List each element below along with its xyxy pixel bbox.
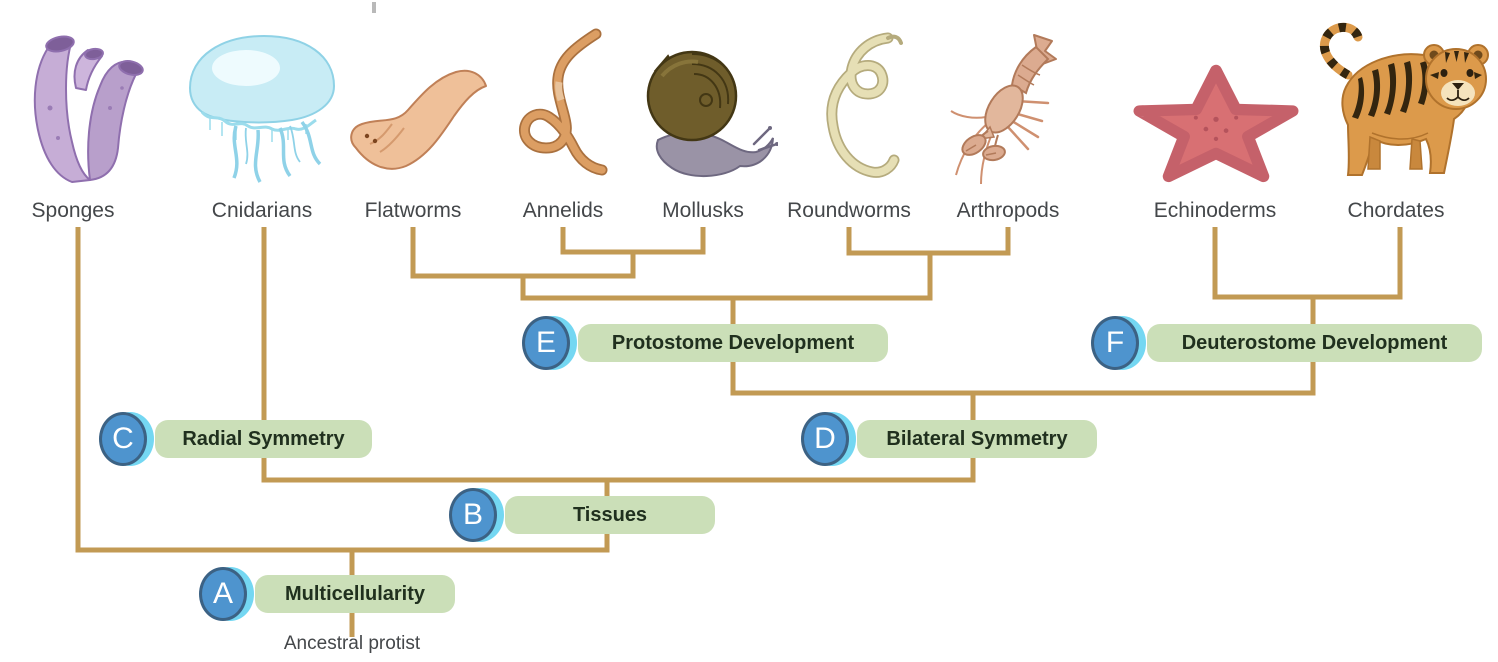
taxon-label-chordates: Chordates [1347,199,1445,222]
arthropods-illustration [948,26,1068,188]
mollusks-illustration [628,42,778,190]
badge-letter: F [1105,326,1125,359]
trait-pill: Protostome Development [578,324,888,362]
trait-pill: Radial Symmetry [155,420,372,458]
root-label: Ancestral protist [283,633,421,654]
cnidarians-illustration [180,30,345,188]
badge-letter: D [814,422,836,455]
sponge-icon [33,35,144,183]
branch-protostome-spine [520,253,933,301]
chordates-illustration [1296,16,1496,196]
echinoderms-illustration [1132,64,1300,186]
taxon-label-flatworms: Flatworms [364,199,462,222]
crayfish-icon [950,34,1057,185]
trait-multicellularity: A Multicellularity [199,567,455,621]
trait-badge-a: A [199,567,247,621]
trait-badge-f: F [1091,316,1139,370]
pill-label: Bilateral Symmetry [886,427,1068,450]
pill-label: Deuterostome Development [1181,331,1448,354]
snail-icon [646,50,778,178]
badge-letter: B [462,498,483,531]
taxon-label-mollusks: Mollusks [662,199,744,222]
taxon-label-echinoderms: Echinoderms [1153,199,1277,222]
trait-badge-e: E [522,316,570,370]
annelids-illustration [508,28,620,188]
pill-label: Radial Symmetry [182,427,345,450]
trait-badge-c: C [99,412,147,466]
pill-label: Tissues [572,503,648,526]
trait-pill: Bilateral Symmetry [857,420,1097,458]
segmented-worm-icon [519,28,608,176]
trait-radial-symmetry: C Radial Symmetry [99,412,372,466]
trait-pill: Deuterostome Development [1147,324,1482,362]
sponges-illustration [10,18,150,190]
taxon-label-cnidarians: Cnidarians [211,199,313,222]
badge-letter: C [112,422,134,455]
taxon-label-sponges: Sponges [31,199,115,222]
roundworms-illustration [798,28,903,193]
taxon-label-arthropods: Arthropods [956,199,1060,222]
branch-annelids-mollusks-bracket [560,227,706,255]
tiger-icon [1319,22,1489,176]
trait-pill: Multicellularity [255,575,455,613]
branch-roundworms-arthropods-bracket [846,227,1011,256]
roundworm-icon [826,32,903,178]
branch-echinoderms-chordates-bracket [1212,227,1403,300]
trait-pill: Tissues [505,496,715,534]
trait-tissues: B Tissues [449,488,715,542]
pill-label: Multicellularity [284,582,426,605]
flatworm-icon [350,69,487,170]
starfish-icon [1133,64,1299,183]
badge-letter: A [212,577,233,610]
badge-letter: E [535,326,556,359]
taxon-label-roundworms: Roundworms [787,199,911,222]
pill-label: Protostome Development [611,331,855,354]
gray-tick-artifact [372,2,376,13]
trait-badge-d: D [801,412,849,466]
trait-protostome-development: E Protostome Development [522,316,888,370]
trait-deuterostome-development: F Deuterostome Development [1091,316,1482,370]
trait-badge-b: B [449,488,497,542]
trait-bilateral-symmetry: D Bilateral Symmetry [801,412,1097,466]
jellyfish-icon [188,34,336,183]
taxon-label-annelids: Annelids [522,199,604,222]
flatworms-illustration [340,62,490,184]
